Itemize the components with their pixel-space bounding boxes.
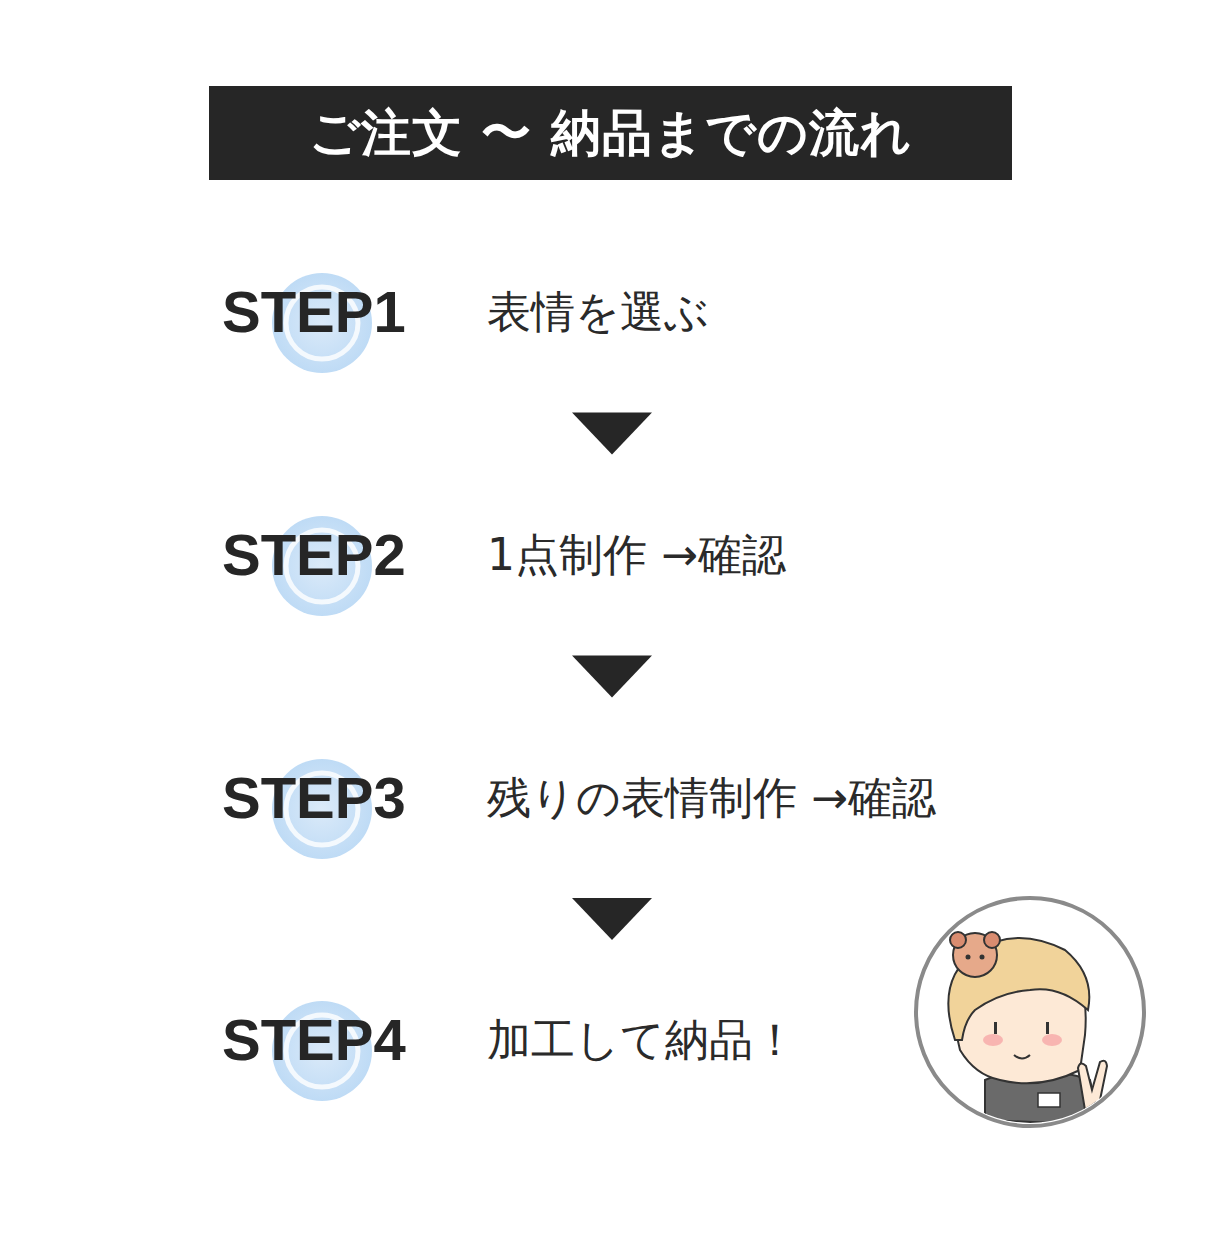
step-badge: STEP2 <box>222 526 406 584</box>
step-description: 表情を選ぶ <box>487 290 709 334</box>
step-description: 加工して納品！ <box>487 1018 797 1062</box>
step-description: 残りの表情制作 →確認 <box>487 776 936 820</box>
step-row: STEP2 1点制作 →確認 <box>222 515 790 595</box>
avatar-illustration <box>916 898 1144 1126</box>
step-badge: STEP1 <box>222 283 406 341</box>
step-label: STEP3 <box>222 769 406 827</box>
step-description: 1点制作 →確認 <box>487 533 786 577</box>
flow-arrow <box>572 898 652 940</box>
step-label: STEP1 <box>222 283 406 341</box>
step-label: STEP4 <box>222 1011 406 1069</box>
step-badge: STEP4 <box>222 1011 406 1069</box>
step-label: STEP2 <box>222 526 406 584</box>
step-row: STEP4 加工して納品！ <box>222 1000 801 1080</box>
step-row: STEP3 残りの表情制作 →確認 <box>222 758 940 838</box>
flow-arrow <box>572 656 652 698</box>
title-text: ご注文 〜 納品までの流れ <box>295 100 926 167</box>
title-band: ご注文 〜 納品までの流れ <box>209 86 1012 180</box>
step-badge: STEP3 <box>222 769 406 827</box>
step-row: STEP1 表情を選ぶ <box>222 272 713 352</box>
flow-arrow <box>572 413 652 455</box>
